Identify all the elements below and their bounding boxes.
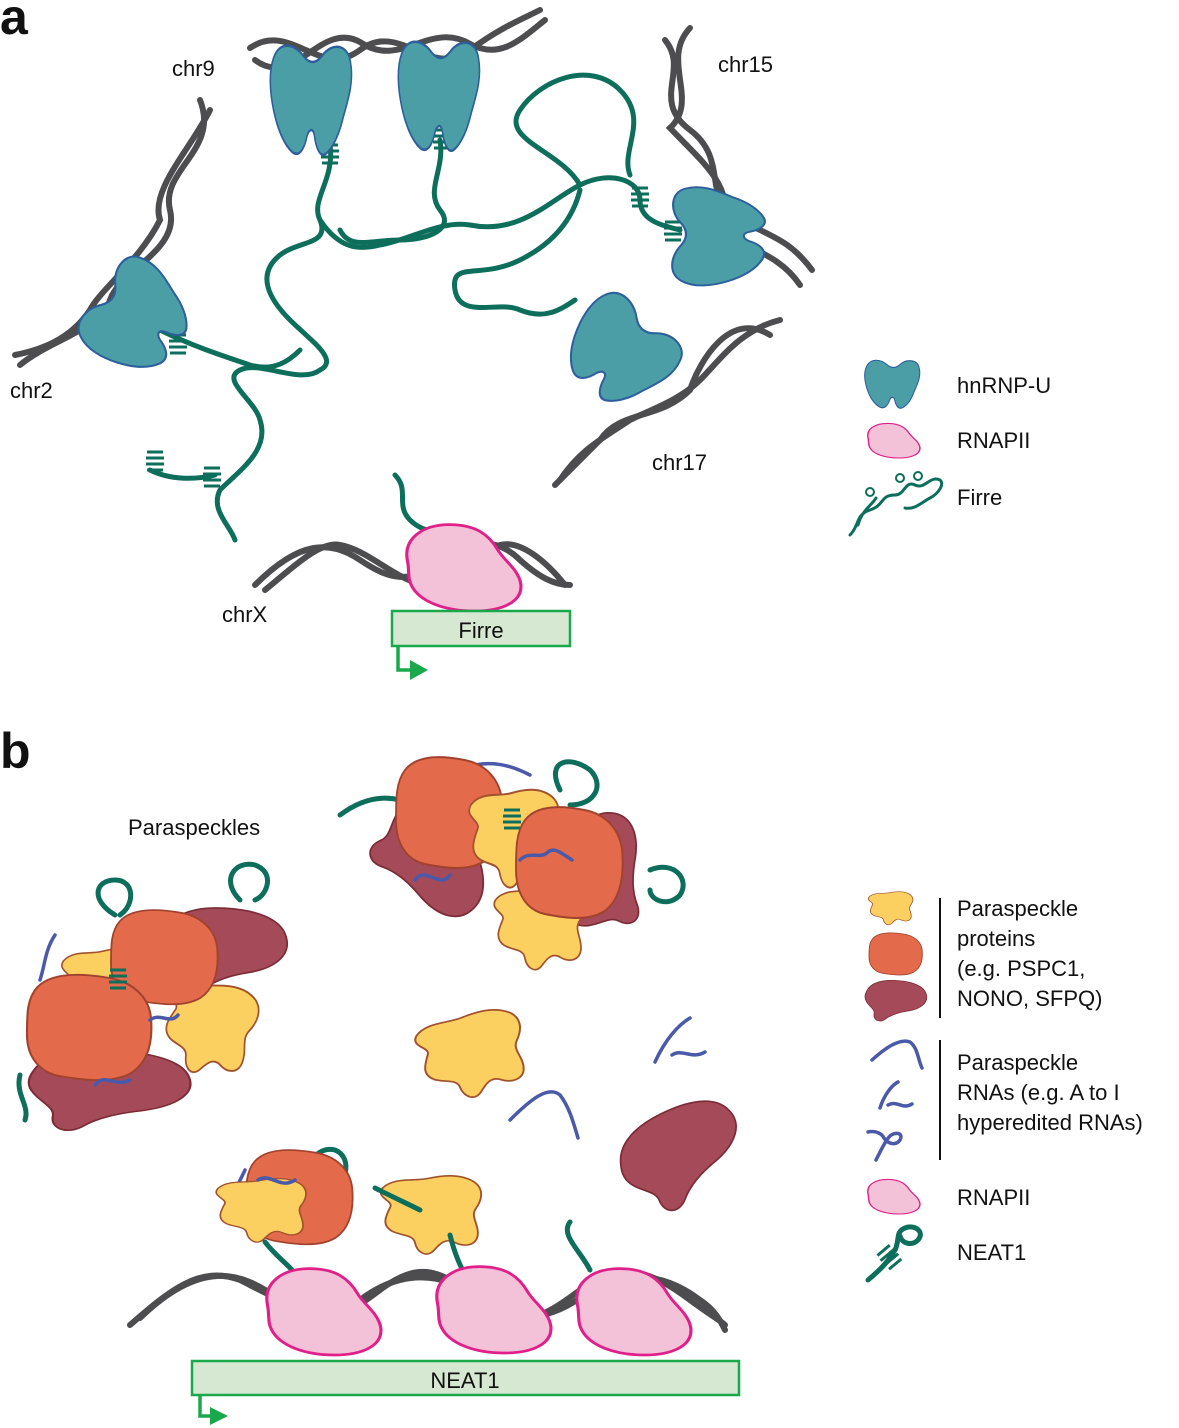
paraspeckle-cluster-bottom: [215, 1146, 483, 1255]
legend-firre: Firre: [957, 485, 1002, 510]
paraspeckle-cluster-top: [337, 756, 686, 971]
free-paraspeckle-rna-1: [653, 1016, 692, 1064]
legend-maroon-protein-icon: [864, 979, 928, 1022]
neat1-nascent-rna-2: [372, 1185, 423, 1213]
legend-proteins-line-1: Paraspeckle: [957, 896, 1078, 921]
firre-gene-box: [390, 609, 572, 648]
neat1-gene-label: NEAT1: [430, 1368, 499, 1393]
firre-rna-icon: [848, 471, 944, 537]
legend-yellow-protein-icon: [867, 891, 914, 926]
rnapii-neat1-2: [435, 1265, 553, 1355]
label-chr15: chr15: [718, 52, 773, 77]
paraspeckle-cluster-left: [16, 861, 289, 1132]
neat1-rna-icon: [865, 1224, 923, 1283]
legend-rnas-line-2: RNAs (e.g. A to I: [957, 1080, 1120, 1105]
legend-proteins-line-2: proteins: [957, 926, 1035, 951]
firre-promoter-arrow-icon: [396, 646, 428, 680]
neat1-promoter-arrow-icon: [198, 1395, 228, 1425]
free-paraspeckle-rna-3: [508, 1090, 580, 1140]
rnapii-firre: [405, 523, 523, 613]
legend-rnapii-b: RNAPII: [957, 1185, 1030, 1210]
rnapii-icon: [867, 422, 921, 459]
panel-a-letter: a: [0, 0, 29, 45]
paraspeckles-title: Paraspeckles: [128, 815, 260, 840]
legend-paraspeckle-rna-icons: [866, 1039, 924, 1162]
legend-rnapii-a: RNAPII: [957, 428, 1030, 453]
panel-b-letter: b: [0, 723, 31, 779]
chr17-dna: [552, 317, 783, 488]
legend-rnas-line-3: hyperedited RNAs): [957, 1110, 1143, 1135]
legend-neat1: NEAT1: [957, 1240, 1026, 1265]
legend-rnas-line-1: Paraspeckle: [957, 1050, 1078, 1075]
neat1-nascent-rna-1: [262, 1239, 295, 1273]
free-yellow-protein: [411, 1004, 532, 1107]
neat1-nascent-rna-3: [565, 1219, 593, 1273]
free-paraspeckle-rna-2: [670, 1050, 707, 1057]
legend-proteins-line-3: (e.g. PSPC1,: [957, 956, 1085, 981]
legend-hnrnp-u: hnRNP-U: [957, 373, 1051, 398]
firre-gene-label: Firre: [458, 618, 503, 643]
legend-orange-protein-icon: [868, 932, 923, 976]
legend-rnapii-icon: [867, 1178, 921, 1215]
neat1-gene-box: [190, 1359, 741, 1397]
free-maroon-protein: [605, 1081, 761, 1225]
legend-proteins-line-4: NONO, SFPQ): [957, 986, 1102, 1011]
label-chr17: chr17: [652, 450, 707, 475]
hnrnp-u-icon: [864, 359, 921, 409]
label-chr2: chr2: [10, 378, 53, 403]
rnapii-neat1-1: [265, 1267, 383, 1357]
label-chr9: chr9: [172, 56, 215, 81]
label-chrX: chrX: [222, 602, 268, 627]
